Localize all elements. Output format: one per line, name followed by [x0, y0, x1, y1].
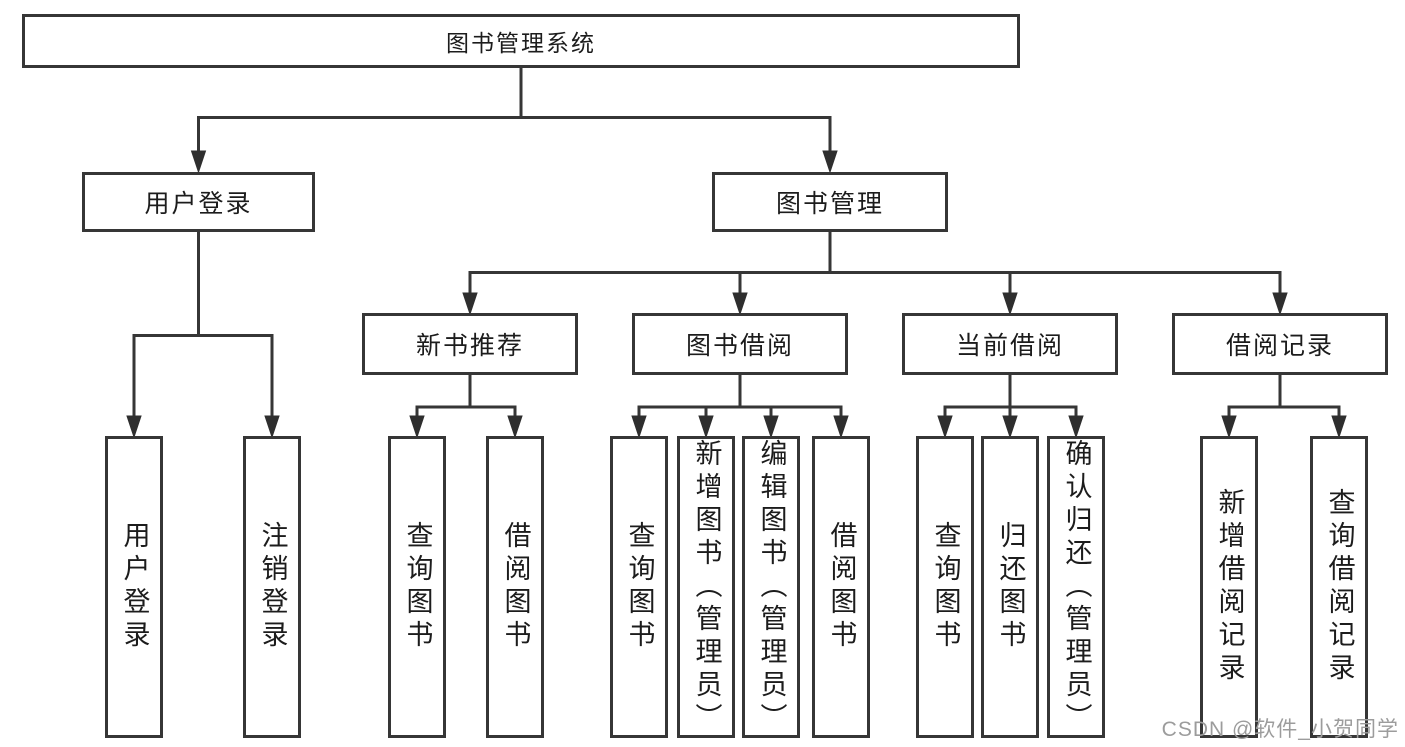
node-current-borrow: 当前借阅	[902, 313, 1118, 375]
csdn-watermark: CSDN @软件_小贺同学	[1161, 718, 1399, 741]
node-new-book-recommend: 新书推荐	[362, 313, 578, 375]
node-label: 图书管理系统	[446, 30, 596, 56]
leaf-query-book-2: 查询图书	[610, 436, 668, 738]
node-label: 注销登录	[257, 521, 288, 653]
node-label: 当前借阅	[955, 332, 1064, 360]
node-label: 用户登录	[119, 521, 150, 653]
leaf-add-borrow-record: 新增借阅记录	[1200, 436, 1258, 738]
leaf-query-borrow-record: 查询借阅记录	[1310, 436, 1368, 738]
node-label: 图书借阅	[685, 332, 794, 360]
node-label: 查询图书	[402, 521, 433, 653]
leaf-user-login: 用户登录	[105, 436, 163, 738]
node-book-borrow: 图书借阅	[632, 313, 848, 375]
node-user-login: 用户登录	[82, 172, 315, 232]
connector-book-management-to-level3	[462, 232, 1288, 316]
leaf-query-book-1: 查询图书	[388, 436, 446, 738]
connector-level3-to-leaves	[409, 375, 1347, 439]
leaf-confirm-return-admin: 确认归还（管理员）	[1047, 436, 1105, 738]
leaf-add-book-admin: 新增图书（管理员）	[677, 436, 735, 738]
connector-root-to-level2	[190, 68, 838, 174]
node-label: 用户登录	[144, 190, 253, 218]
node-label: 查询借阅记录	[1324, 488, 1355, 686]
leaf-edit-book-admin: 编辑图书（管理员）	[742, 436, 800, 738]
node-root: 图书管理系统	[22, 14, 1020, 68]
leaf-return-book: 归还图书	[981, 436, 1039, 738]
node-label: 新书推荐	[415, 332, 524, 360]
node-label: 归还图书	[995, 521, 1026, 653]
node-label: 查询图书	[624, 521, 655, 653]
node-label: 确认归还（管理员）	[1061, 438, 1092, 736]
leaf-logout: 注销登录	[243, 436, 301, 738]
node-label: 借阅记录	[1225, 332, 1334, 360]
node-label: 新增借阅记录	[1214, 488, 1245, 686]
node-book-management: 图书管理	[712, 172, 948, 232]
node-label: 编辑图书（管理员）	[756, 438, 787, 736]
node-label: 借阅图书	[826, 521, 857, 653]
leaf-borrow-book-2: 借阅图书	[812, 436, 870, 738]
leaf-query-book-3: 查询图书	[916, 436, 974, 738]
node-label: 借阅图书	[500, 521, 531, 653]
node-label: 图书管理	[775, 190, 884, 218]
connector-user-login-to-children	[126, 232, 280, 439]
leaf-borrow-book-1: 借阅图书	[486, 436, 544, 738]
node-label: 查询图书	[930, 521, 961, 653]
node-label: 新增图书（管理员）	[691, 438, 722, 736]
node-borrow-records: 借阅记录	[1172, 313, 1388, 375]
